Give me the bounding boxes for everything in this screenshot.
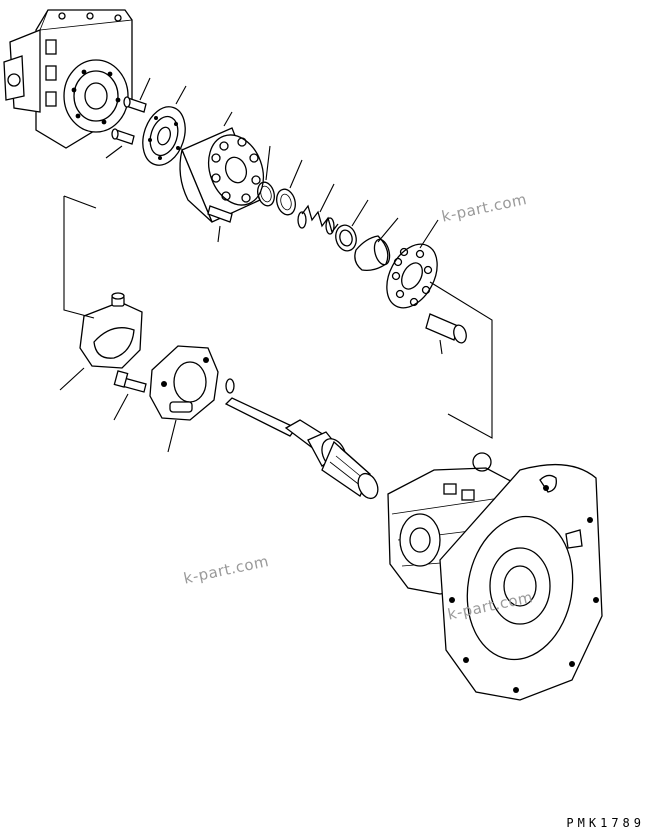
washer-part [276,188,296,216]
pin-part [123,96,147,113]
drive-shaft-part [224,397,379,500]
pump-assembly-part [387,452,603,701]
bolt-part [113,370,147,393]
pump-housing-part [3,9,133,149]
cradle-part [149,345,219,421]
retainer-plate-part [386,243,438,309]
piston-part [425,313,467,344]
valve-plate-part [142,106,186,166]
diagram-code: PMK1789 [566,816,645,830]
spacer-part [335,224,357,252]
spring-part [297,204,339,235]
pin-part [111,128,135,145]
swash-plate-part [79,292,143,369]
leader-lines [59,77,493,453]
o-ring-part [225,378,235,394]
snap-ring-part [257,181,275,207]
cylinder-block-part [179,127,265,223]
dowel-pin-part [207,205,233,223]
spherical-bushing-part [354,235,391,272]
